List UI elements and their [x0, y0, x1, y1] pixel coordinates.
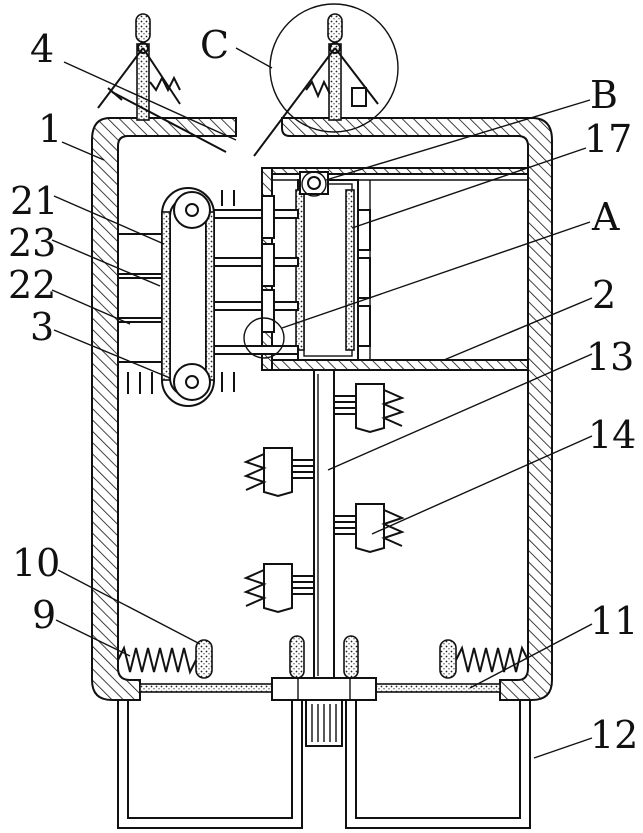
label-B: B — [590, 73, 618, 117]
label-2: 2 — [592, 273, 616, 317]
label-C: C — [200, 23, 229, 67]
label-11: 11 — [590, 599, 638, 643]
inner-compartment — [262, 168, 528, 370]
label-17: 17 — [584, 117, 632, 161]
label-10: 10 — [12, 541, 60, 585]
label-9: 9 — [32, 593, 56, 637]
label-1: 1 — [38, 107, 62, 151]
label-14: 14 — [588, 413, 636, 457]
label-23: 23 — [8, 221, 56, 265]
label-4: 4 — [30, 27, 54, 71]
label-13: 13 — [586, 335, 634, 379]
central-shaft — [246, 370, 402, 680]
label-21: 21 — [10, 179, 58, 223]
label-A: A — [591, 195, 620, 239]
label-3: 3 — [30, 305, 54, 349]
belt-mechanism — [118, 188, 214, 406]
label-22: 22 — [8, 263, 56, 307]
label-12: 12 — [590, 713, 638, 757]
